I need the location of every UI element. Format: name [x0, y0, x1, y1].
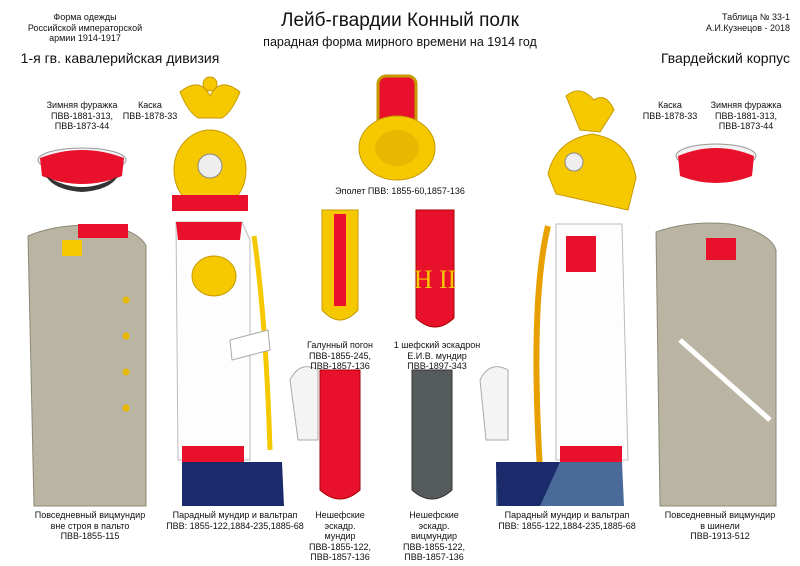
helmet-right-icon	[547, 90, 637, 211]
winter-cap-left-icon	[37, 147, 127, 192]
galloon-strap-label: Галунный погон ПВВ-1855-245, ПВВ-1857-13…	[306, 340, 373, 372]
winter-cap-right-icon	[675, 143, 757, 183]
epaulette-label: Эполет ПВВ: 1855-60,1857-136	[335, 186, 465, 196]
coat-left-icon	[27, 224, 147, 507]
caption-5: Парадный мундир и вальтрап ПВВ: 1855-122…	[498, 510, 636, 531]
chef-strap-label: 1 шефский эскадрон Е.И.В. мундир ПВВ-189…	[393, 340, 481, 372]
page-title: Лейб-гвардии Конный полк	[281, 10, 519, 31]
caption-1: Повседневный вицмундир вне строя в пальт…	[34, 510, 146, 542]
corps-label: Гвардейский корпус	[660, 50, 790, 66]
non-chef-strap-grey-icon	[411, 369, 453, 500]
helmet-left-icon	[172, 76, 248, 211]
cap-right-label: Зимняя фуражка ПВВ-1881-313, ПВВ-1873-44	[710, 100, 782, 132]
monogram-text: Н II	[414, 265, 457, 294]
caption-3: Нешефские эскадр. мундир ПВВ-1855-122, П…	[308, 510, 371, 563]
parade-uniform-right-icon	[496, 223, 629, 506]
parade-uniform-left-icon	[175, 221, 284, 506]
page-subtitle: парадная форма мирного времени на 1914 г…	[263, 35, 537, 49]
glove-right-icon	[479, 366, 509, 441]
glove-left-icon	[289, 366, 319, 441]
greatcoat-right-icon	[655, 222, 777, 507]
caption-2: Парадный мундир и вальтрап ПВВ: 1855-122…	[166, 510, 304, 531]
helmet-left-label: Каска ПВВ-1878-33	[122, 100, 178, 121]
helmet-right-label: Каска ПВВ-1878-33	[642, 100, 698, 121]
right-note: Таблица № 33-1 А.И.Кузнецов - 2018	[705, 12, 790, 33]
caption-6: Повседневный вицмундир в шинели ПВВ-1913…	[664, 510, 776, 542]
chef-shoulder-strap-icon: Н II	[414, 209, 457, 328]
galloon-shoulder-strap-icon	[321, 209, 359, 321]
cap-left-label: Зимняя фуражка ПВВ-1881-313, ПВВ-1873-44	[46, 100, 118, 132]
division-label: 1-я гв. кавалерийская дивизия	[20, 50, 220, 66]
non-chef-strap-red-icon	[319, 369, 361, 500]
left-note: Форма одежды Российской императорской ар…	[27, 12, 143, 44]
epaulette-icon	[358, 74, 436, 181]
caption-4: Нешефские эскадр. вицмундир ПВВ-1855-122…	[402, 510, 465, 563]
